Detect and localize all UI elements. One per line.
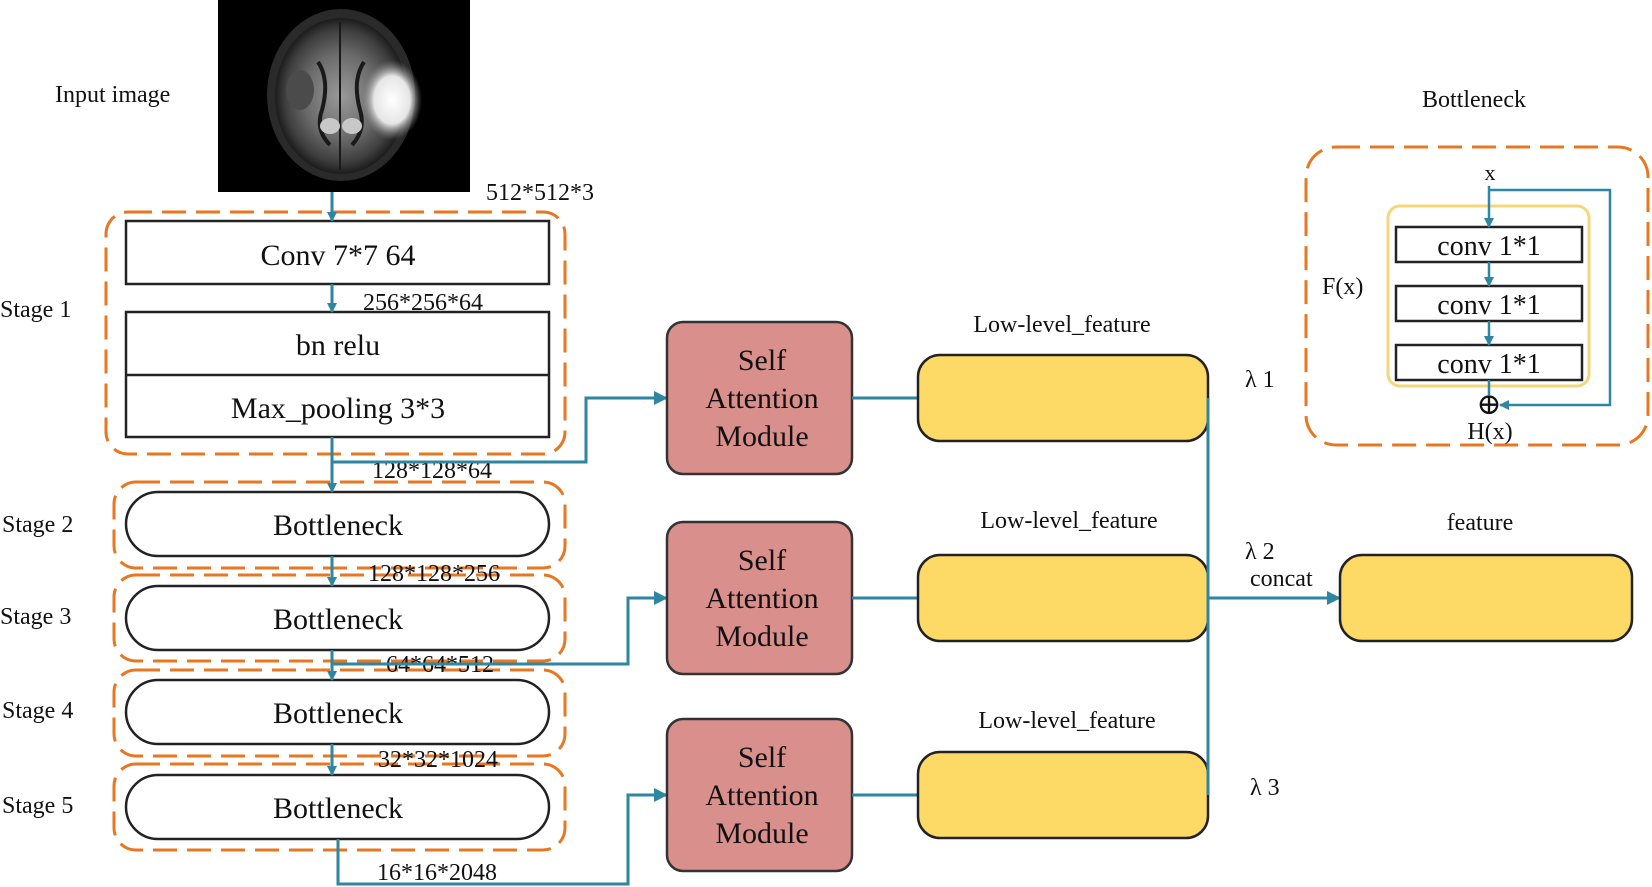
feature-label: feature [1447,510,1514,536]
input-image [218,0,470,192]
arrow-stage5-to-sam3 [336,788,668,886]
low-level-feature-label-1: Low-level_feature [973,312,1150,338]
stage-label-2: Stage 2 [2,512,73,538]
inset-x-label: x [1485,160,1496,185]
inset-conv-box-1 [1394,225,1584,264]
bottleneck-stage2 [124,490,551,558]
sam2-line1: Self [738,544,786,577]
inset-plus-icon: ⊕ [1476,388,1501,421]
bottleneck-stage2-label: Bottleneck [273,509,403,542]
bottleneck-stage3-label: Bottleneck [273,603,403,636]
conv-box [124,219,551,286]
inset-conv-box-3 [1394,343,1584,382]
lambda-3: λ 3 [1250,775,1280,801]
bottleneck-stage4 [124,678,551,746]
dims-after-stage4: 32*32*1024 [378,747,498,773]
dims-after-stage2: 128*128*256 [368,561,500,587]
self-attention-module-1: Self Attention Module [665,320,854,476]
arrow-stage1-to-sam1 [332,391,668,464]
sam3-line2: Attention [705,779,818,812]
low-level-feature-box-3 [916,750,1210,840]
sam1-line3: Module [715,420,808,453]
bottleneck-stage5-label: Bottleneck [273,792,403,825]
lambda-2: λ 2 [1245,539,1275,565]
stage3-dashed-border [112,573,567,663]
low-level-feature-label-2: Low-level_feature [980,508,1157,534]
max-pooling-label: Max_pooling 3*3 [231,392,445,425]
inset-conv-label-1: conv 1*1 [1437,231,1540,262]
sam3-line3: Module [715,817,808,850]
bn-relu-label: bn relu [296,329,380,362]
inset-skip-connection [1489,188,1612,410]
stage2-dashed-border [112,480,567,570]
sam1-line2: Attention [705,382,818,415]
dims-after-conv: 256*256*64 [363,290,483,316]
sam3-line1: Self [738,741,786,774]
sam1-line1: Self [738,344,786,377]
bottleneck-stage3 [124,584,551,652]
low-level-feature-box-2 [916,553,1210,643]
low-level-feature-box-1 [916,353,1210,443]
inset-hx-label: H(x) [1467,419,1512,445]
self-attention-module-2: Self Attention Module [665,520,854,676]
input-dims-label: 512*512*3 [486,180,594,206]
sam2-line2: Attention [705,582,818,615]
lambda-1: λ 1 [1245,367,1275,393]
feature-box [1338,553,1634,643]
inset-dashed-border [1304,145,1650,447]
dims-after-stage5: 16*16*2048 [377,860,497,886]
inset-conv-label-3: conv 1*1 [1437,349,1540,380]
stage-label-1: Stage 1 [0,297,71,323]
conv-label: Conv 7*7 64 [260,239,415,272]
inset-title: Bottleneck [1422,87,1526,113]
low-level-feature-label-3: Low-level_feature [978,708,1155,734]
sam2-line3: Module [715,620,808,653]
arrow-stage3-to-sam2 [332,591,668,666]
self-attention-module-3: Self Attention Module [665,717,854,873]
stage-label-5: Stage 5 [2,793,73,819]
inset-conv-label-2: conv 1*1 [1437,290,1540,321]
stage-label-3: Stage 3 [0,604,71,630]
stage4-dashed-border [112,668,567,758]
bottleneck-stage4-label: Bottleneck [273,697,403,730]
inset-fx-label: F(x) [1322,274,1363,300]
concat-label: concat [1250,566,1313,592]
inset-conv-box-2 [1394,284,1584,323]
input-image-label: Input image [55,82,170,108]
stage-label-4: Stage 4 [2,698,73,724]
